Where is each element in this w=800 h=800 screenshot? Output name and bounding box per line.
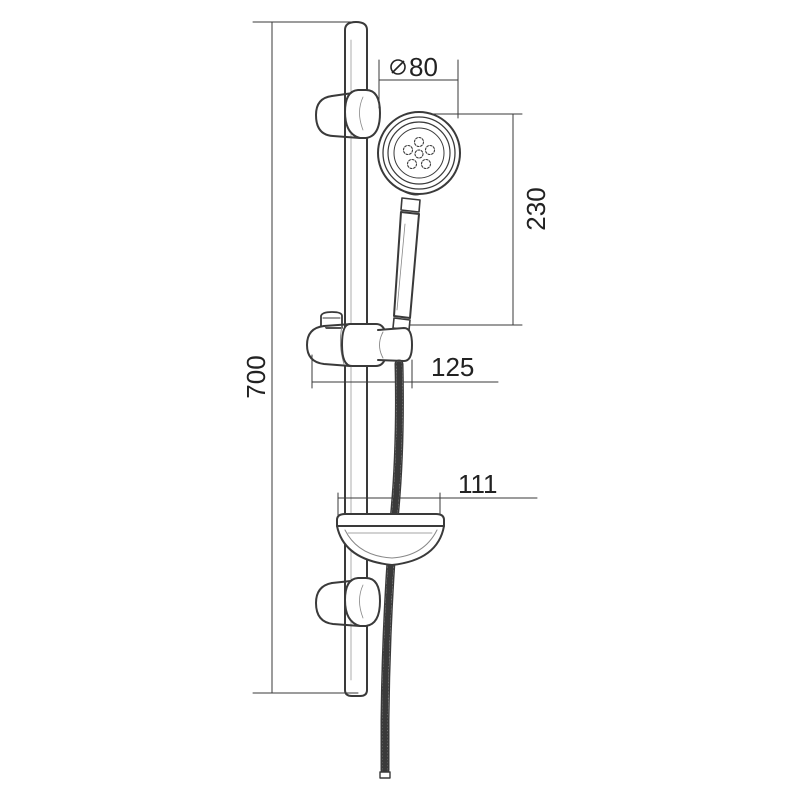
dimension-soap-dish	[337, 492, 538, 516]
dimension-holder-projection	[311, 354, 499, 389]
handset-length-label: 230	[521, 187, 551, 230]
holder-projection-label: 125	[431, 352, 474, 382]
dimension-total-height	[252, 21, 359, 694]
dimension-handset-length	[395, 113, 523, 326]
shower-hose	[379, 359, 404, 779]
soap-dish	[336, 513, 445, 566]
spray-nozzles-icon	[402, 136, 436, 170]
top-wall-bracket	[315, 89, 381, 139]
total-height-label: 700	[241, 355, 271, 398]
shower-head	[377, 111, 461, 196]
soap-dish-width-label: 111	[458, 469, 498, 499]
head-diameter-label: 80	[409, 52, 438, 82]
handset-handle	[392, 197, 421, 331]
diameter-symbol-icon	[390, 59, 406, 75]
bottom-wall-bracket	[315, 577, 381, 627]
sliding-holder	[306, 311, 413, 367]
dimension-head-diameter	[378, 59, 459, 119]
